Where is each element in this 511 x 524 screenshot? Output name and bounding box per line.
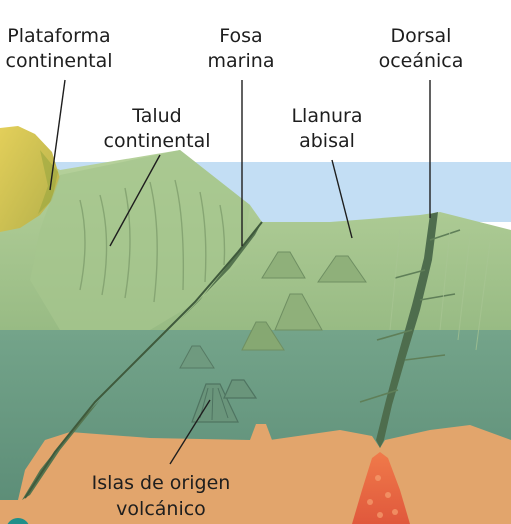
label-llanura-line2: abisal: [299, 130, 355, 152]
label-islas-line2: volcánico: [116, 498, 206, 520]
magma-texture: [367, 475, 398, 518]
label-dorsal-line2: oceánica: [379, 50, 464, 72]
label-llanura-line1: Llanura: [291, 105, 362, 127]
leader-lines: [49, 79, 431, 465]
label-dorsal-line1: Dorsal: [391, 25, 452, 47]
volcanic-island-cones: [191, 379, 258, 423]
leader-plataforma: [49, 79, 66, 191]
ridge-flank-texture: [389, 229, 491, 351]
label-fosa-line2: marina: [208, 50, 275, 72]
corner-badge: [7, 518, 29, 524]
water-zone: [0, 330, 511, 500]
magma-chamber: [352, 452, 410, 524]
leader-llanura: [331, 159, 353, 239]
abyssal-seamounts: [179, 251, 367, 369]
ridge-fractures: [359, 229, 461, 403]
label-fosa-line1: Fosa: [219, 25, 262, 47]
label-plataforma-line2: continental: [6, 50, 113, 72]
leader-talud: [109, 154, 161, 247]
label-islas-line1: Islas de origen: [92, 472, 231, 494]
trench-edge: [24, 221, 263, 499]
label-talud-line1: Talud: [131, 105, 182, 127]
label-talud-line2: continental: [104, 130, 211, 152]
slope-gullies: [79, 179, 226, 303]
label-plataforma-line1: Plataforma: [7, 25, 110, 47]
crust-bumps: [250, 424, 272, 440]
leader-islas: [169, 399, 211, 465]
continental-slope: [30, 150, 250, 330]
